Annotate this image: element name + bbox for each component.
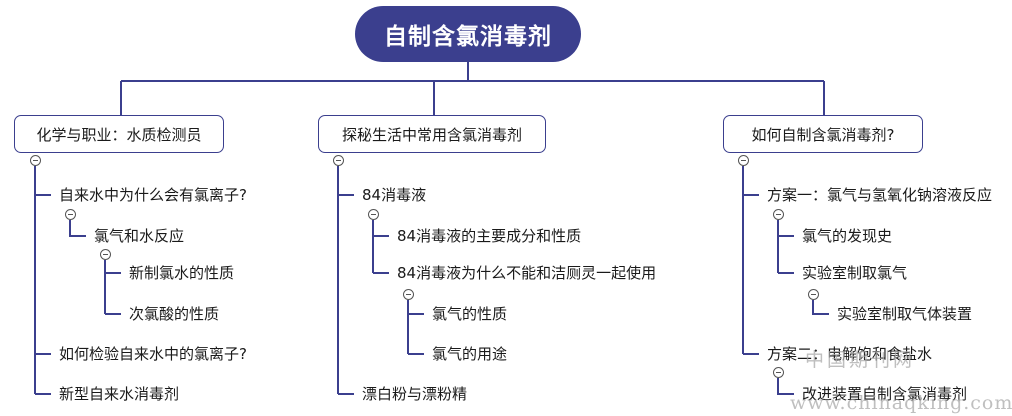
root-topic[interactable]: 自制含氯消毒剂 (355, 6, 581, 62)
node-bleaching-powder[interactable]: 漂白粉与漂粉精 (362, 385, 468, 403)
watermark-url: www.chinaqking.com (790, 392, 1012, 414)
node-improved-apparatus[interactable]: 改进装置自制含氯消毒剂 (802, 385, 968, 403)
collapse-toggle-icon[interactable] (100, 249, 111, 260)
node-lab-gas-apparatus[interactable]: 实验室制取气体装置 (837, 305, 973, 323)
collapse-toggle-icon[interactable] (808, 289, 819, 300)
node-lab-chlorine[interactable]: 实验室制取氯气 (802, 264, 908, 282)
node-plan-two[interactable]: 方案二：电解饱和食盐水 (767, 345, 933, 363)
watermark-text: 中国期刊网 (805, 349, 916, 371)
collapse-toggle-icon[interactable] (333, 155, 344, 166)
node-chlorine-discovery[interactable]: 氯气的发现史 (802, 227, 893, 245)
collapse-toggle-icon[interactable] (773, 367, 784, 378)
node-hypochlorous-acid[interactable]: 次氯酸的性质 (129, 305, 220, 323)
collapse-toggle-icon[interactable] (368, 209, 379, 220)
node-84-incompatible[interactable]: 84消毒液为什么不能和洁厕灵一起使用 (397, 264, 657, 282)
node-84-disinfectant[interactable]: 84消毒液 (362, 186, 427, 204)
collapse-toggle-icon[interactable] (403, 289, 414, 300)
node-chlorine-water-reaction[interactable]: 氯气和水反应 (94, 227, 185, 245)
node-chlorine-properties[interactable]: 氯气的性质 (432, 305, 508, 323)
collapse-toggle-icon[interactable] (30, 155, 41, 166)
collapse-toggle-icon[interactable] (65, 209, 76, 220)
collapse-toggle-icon[interactable] (738, 155, 749, 166)
node-plan-one[interactable]: 方案一：氯气与氢氧化钠溶液反应 (767, 186, 993, 204)
node-fresh-chlorine-water[interactable]: 新制氯水的性质 (129, 264, 235, 282)
branch-common-chlorine-disinfectants[interactable]: 探秘生活中常用含氯消毒剂 (318, 115, 546, 153)
node-chlorine-uses[interactable]: 氯气的用途 (432, 345, 508, 363)
node-84-composition[interactable]: 84消毒液的主要成分和性质 (397, 227, 582, 245)
branch-water-quality-inspector[interactable]: 化学与职业：水质检测员 (14, 115, 224, 153)
collapse-toggle-icon[interactable] (773, 209, 784, 220)
node-test-chloride-ion[interactable]: 如何检验自来水中的氯离子? (59, 345, 247, 363)
branch-how-to-make-disinfectant[interactable]: 如何自制含氯消毒剂? (723, 115, 923, 153)
node-new-tap-water-disinfectant[interactable]: 新型自来水消毒剂 (59, 385, 180, 403)
node-chloride-in-tap-water[interactable]: 自来水中为什么会有氯离子? (59, 186, 247, 204)
